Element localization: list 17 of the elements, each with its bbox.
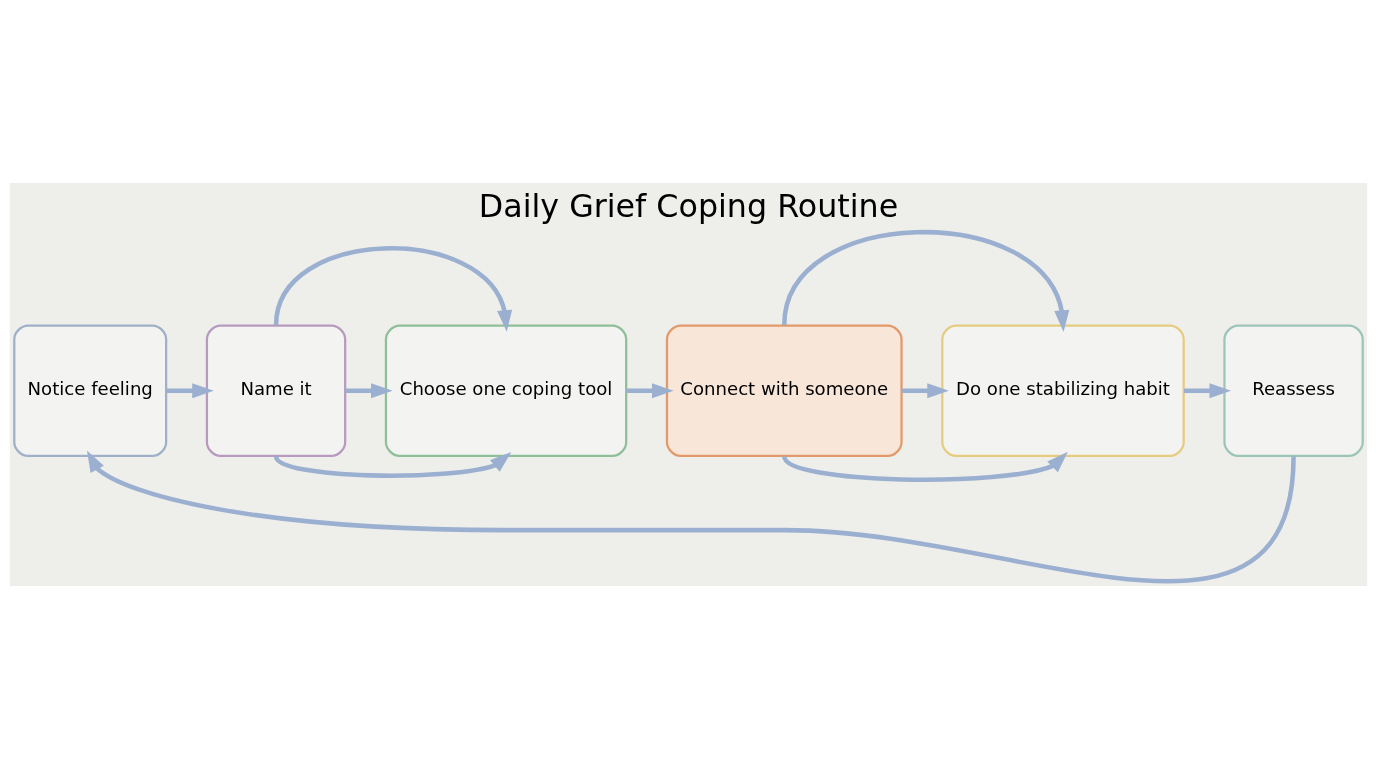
node-box: Notice feeling — [12, 323, 167, 457]
node-box: Choose one coping tool — [384, 323, 627, 457]
arrow — [273, 245, 512, 332]
node-box: Reassess — [1222, 323, 1364, 457]
node-box: Connect with someone — [665, 323, 903, 457]
node-box: Name it — [205, 323, 346, 457]
arrow — [1183, 382, 1231, 398]
arrow — [625, 382, 674, 398]
arrow — [781, 229, 1069, 332]
arrow — [901, 382, 949, 398]
arrow — [344, 382, 393, 398]
arrow — [781, 451, 1068, 482]
arrow — [166, 382, 214, 398]
node-box: Do one stabilizing habit — [940, 323, 1185, 457]
arrow — [86, 449, 1296, 583]
arrow — [273, 451, 511, 478]
diagram-title: Daily Grief Coping Routine — [478, 187, 898, 224]
